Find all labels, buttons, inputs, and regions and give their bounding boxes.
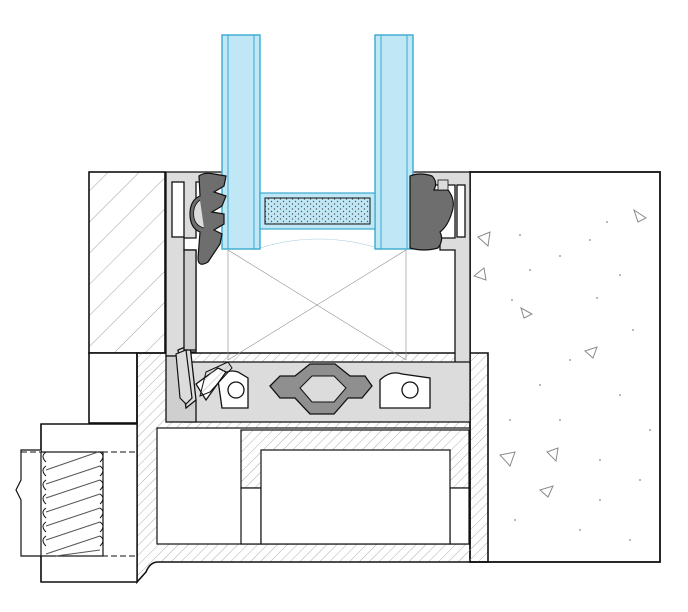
thermal-break: [269, 363, 373, 415]
concrete-block: [469, 171, 661, 563]
right-gasket: [409, 173, 454, 251]
glass-pane-left: [221, 34, 261, 250]
retainer-wedge: [175, 349, 233, 405]
anchor-bolt: [15, 423, 138, 583]
wood-jamb: [88, 171, 166, 424]
concrete-aggregate-icon: [472, 208, 647, 498]
left-gasket: [189, 172, 227, 265]
glazing-cavity: [227, 238, 407, 361]
spacer-bar: [259, 192, 376, 230]
glass-pane-right: [374, 34, 414, 250]
desiccant-dots-icon: [264, 197, 371, 225]
